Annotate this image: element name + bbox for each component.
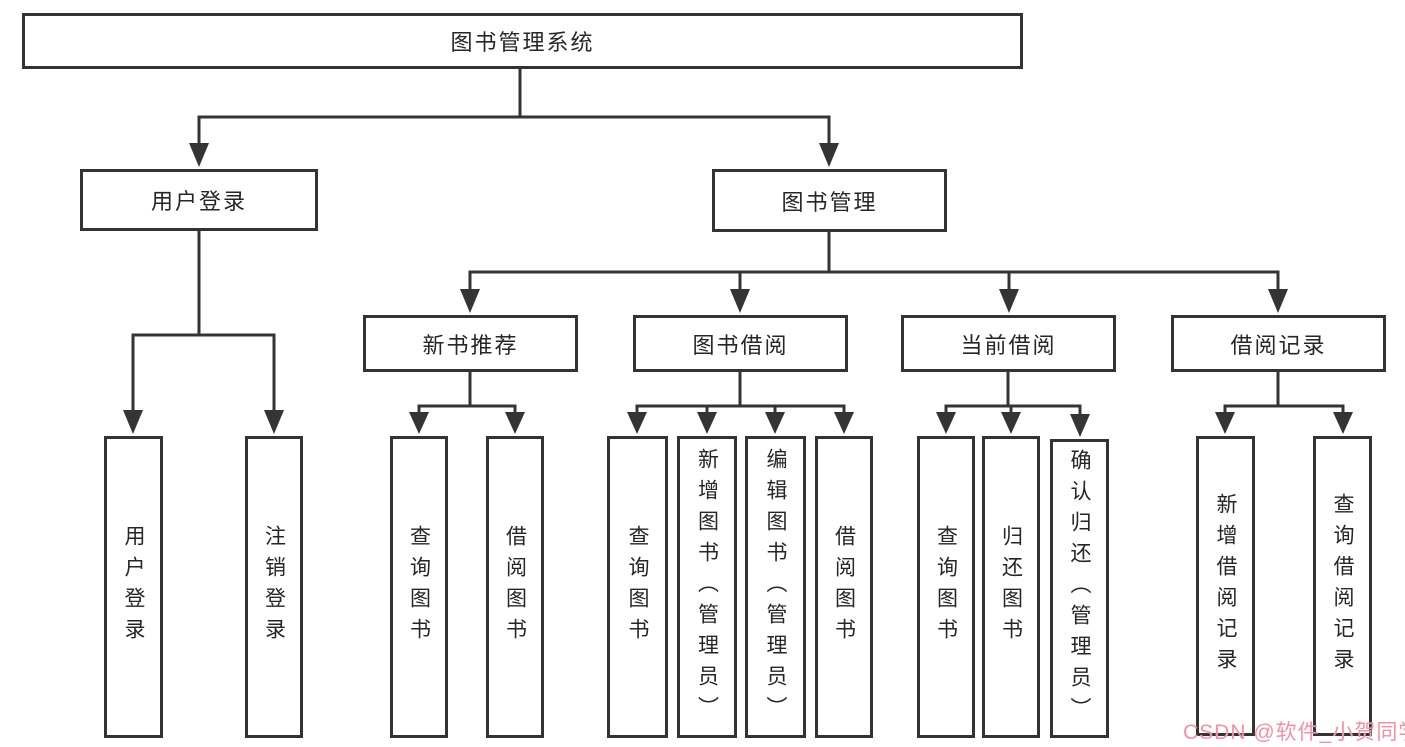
arrowhead: [264, 410, 284, 434]
node-book-mgmt: 图书管理: [712, 169, 947, 232]
node-add-borrow-record-label: 新增借阅记录: [1214, 493, 1237, 679]
arrowhead: [627, 412, 647, 434]
node-add-borrow-record: 新增借阅记录: [1196, 436, 1255, 736]
node-borrow-query-book-label: 查询图书: [626, 525, 649, 649]
node-confirm-return-admin-label: 确认归还（管理员）: [1068, 449, 1091, 728]
node-logout: 注销登录: [245, 436, 303, 738]
node-login: 用户登录: [104, 436, 163, 738]
node-edit-book-admin: 编辑图书（管理员）: [745, 436, 806, 738]
node-newrec-borrow-book: 借阅图书: [486, 436, 544, 738]
arrowhead: [123, 410, 143, 434]
node-query-borrow-record-label: 查询借阅记录: [1331, 493, 1354, 679]
arrowhead: [460, 289, 480, 313]
arrowhead: [936, 412, 956, 434]
arrowhead: [505, 412, 525, 434]
node-current-borrow: 当前借阅: [901, 315, 1116, 372]
node-logout-label: 注销登录: [262, 525, 286, 649]
node-query-borrow-record: 查询借阅记录: [1313, 436, 1372, 736]
node-return-book-label: 归还图书: [999, 525, 1023, 649]
node-newrec-query-book: 查询图书: [390, 436, 448, 738]
arrowhead: [189, 143, 209, 167]
arrowhead: [1268, 289, 1288, 313]
arrowhead: [697, 412, 717, 434]
node-borrow-query-book: 查询图书: [607, 436, 668, 738]
node-login-label: 用户登录: [122, 525, 145, 649]
arrowhead: [1333, 412, 1353, 434]
arrowhead: [819, 143, 839, 167]
node-newrec-query-book-label: 查询图书: [407, 525, 431, 649]
node-current-query-book-label: 查询图书: [934, 525, 958, 649]
node-user-login: 用户登录: [80, 169, 318, 231]
arrowhead: [765, 412, 785, 434]
node-borrow-borrow-book: 借阅图书: [815, 436, 873, 738]
node-confirm-return-admin: 确认归还（管理员）: [1050, 439, 1109, 738]
arrowhead: [999, 289, 1019, 313]
node-add-book-admin: 新增图书（管理员）: [677, 436, 737, 738]
node-current-query-book: 查询图书: [917, 436, 975, 738]
node-borrow-borrow-book-label: 借阅图书: [832, 525, 856, 649]
node-return-book: 归还图书: [982, 436, 1040, 738]
node-new-book-rec: 新书推荐: [363, 315, 578, 372]
arrowhead: [409, 412, 429, 434]
node-borrow-records: 借阅记录: [1171, 315, 1386, 372]
node-book-borrow: 图书借阅: [633, 315, 848, 372]
node-root: 图书管理系统: [22, 13, 1023, 69]
node-newrec-borrow-book-label: 借阅图书: [503, 525, 527, 649]
arrowhead: [1001, 412, 1021, 434]
node-add-book-admin-label: 新增图书（管理员）: [695, 447, 719, 727]
csdn-watermark: CSDN @软件_小贺同学: [1183, 721, 1405, 744]
arrowhead: [1070, 414, 1090, 437]
node-edit-book-admin-label: 编辑图书（管理员）: [764, 447, 787, 727]
arrowheads: [123, 143, 1353, 437]
arrowhead: [834, 412, 854, 434]
arrowhead: [730, 289, 750, 313]
arrowhead: [1215, 412, 1235, 434]
